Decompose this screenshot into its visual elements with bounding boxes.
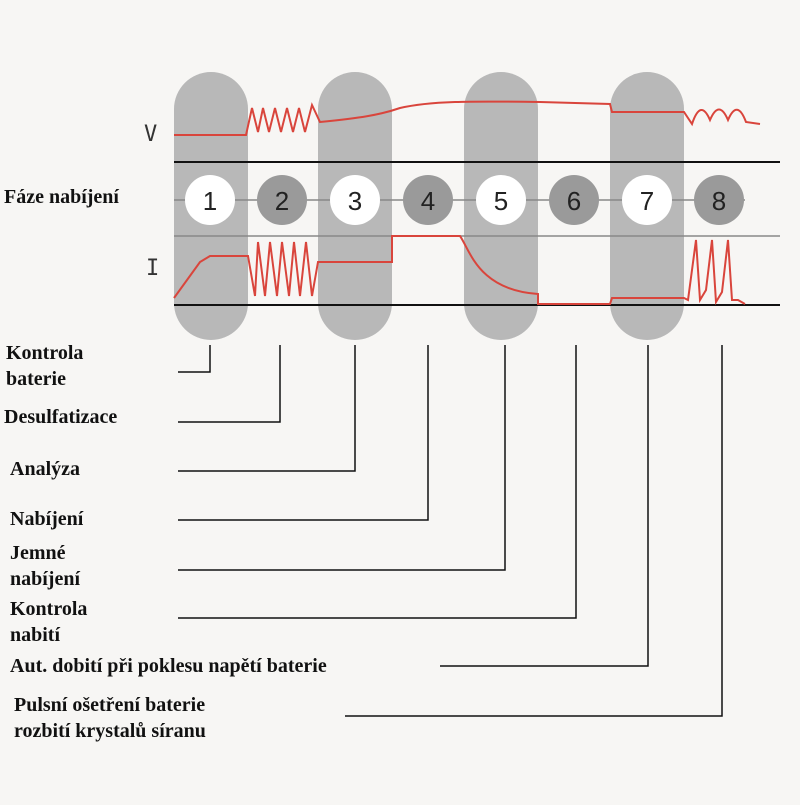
label-8-line-2: rozbití krystalů síranu [14,720,206,742]
phase-circle-1 [185,175,235,225]
leader-lines [178,345,723,717]
phase-number-1: 1 [203,186,217,216]
phase-circle-3 [330,175,380,225]
label-2-line-1: Desulfatizace [4,406,118,428]
label-nabijeni: Nabíjení [10,506,83,532]
phase-circle-8 [694,175,744,225]
phase-circle-7 [622,175,672,225]
phase-circles [185,175,744,225]
phase-number-8: 8 [712,186,726,216]
label-aut-dobiti: Aut. dobití při poklesu napětí baterie [10,653,327,679]
phase-circle-5 [476,175,526,225]
label-3-line-1: Analýza [10,458,80,480]
leader-line-3 [178,345,356,472]
phase-numbers: 1 2 3 4 5 6 7 8 [203,186,726,216]
label-1-line-1: Kontrola [6,342,84,364]
leader-line-5 [178,345,506,571]
phase-number-7: 7 [640,186,654,216]
label-kontrola-nabiti: Kontrola nabití [10,596,87,648]
label-4-line-1: Nabíjení [10,508,84,530]
phase-number-4: 4 [421,186,435,216]
voltage-curve [174,100,761,136]
label-desulfatizace: Desulfatizace [4,404,117,430]
current-axis-label: I [146,256,160,281]
leader-line-6 [178,345,577,619]
label-5-line-1: Jemné [10,542,66,564]
phase-number-3: 3 [348,186,362,216]
phase-circle-4 [403,175,453,225]
leader-line-7 [440,345,649,667]
leader-line-2 [178,345,281,423]
voltage-axis-label: V [144,122,158,147]
phase-circle-6 [549,175,599,225]
label-6-line-2: nabití [10,624,61,646]
label-6-line-1: Kontrola [10,598,88,620]
leader-line-8 [345,345,723,717]
label-pulsni-osetreni: Pulsní ošetření baterie rozbití krystalů… [14,692,206,744]
label-analyza: Analýza [10,456,80,482]
leader-line-1 [178,345,211,373]
phase-number-5: 5 [494,186,508,216]
phase-number-2: 2 [275,186,289,216]
label-7-line-1: Aut. dobití při poklesu napětí baterie [10,655,327,677]
phases-row-title: Fáze nabíjení [4,186,119,208]
leader-line-4 [178,345,429,521]
label-5-line-2: nabíjení [10,568,81,590]
label-kontrola-baterie: Kontrola baterie [6,340,83,392]
label-1-line-2: baterie [6,368,66,390]
label-8-line-1: Pulsní ošetření baterie [14,694,206,716]
current-curve [173,235,746,306]
phase-number-6: 6 [567,186,581,216]
phase-circle-2 [257,175,307,225]
label-jemne-nabijeni: Jemné nabíjení [10,540,80,592]
